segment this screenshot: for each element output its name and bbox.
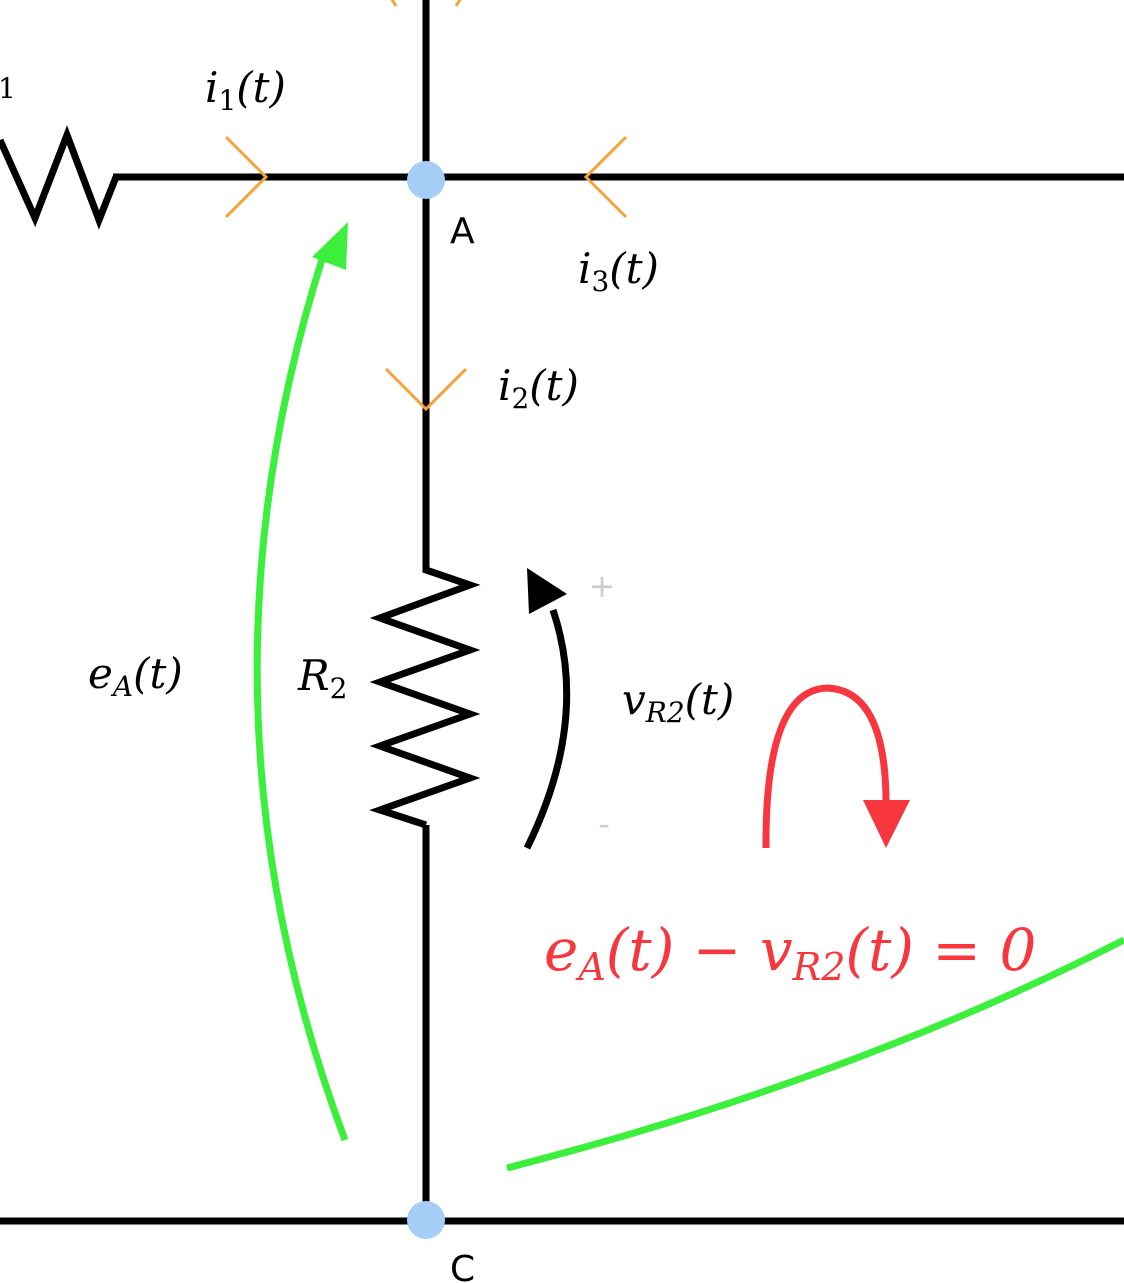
node-c-label: C: [450, 1249, 475, 1283]
ea-label: eA(t): [88, 649, 183, 703]
green-loop-curve: [506, 936, 1124, 1172]
vr2-label: vR2(t): [622, 675, 734, 729]
i3-label: i3(t): [578, 244, 659, 298]
top-arrow-icon: [390, 0, 398, 7]
i1-arrow-icon: [224, 135, 269, 219]
kvl-arrowhead-icon: [863, 800, 910, 848]
plus-sign: +: [589, 567, 616, 605]
kvl-loop-arrow: [762, 684, 890, 849]
minus-sign: -: [598, 805, 610, 843]
r2-label: R2: [297, 651, 347, 705]
resistor-r2: [369, 565, 481, 829]
ea-arrowhead-icon: [312, 222, 348, 270]
node-c: [407, 1201, 445, 1239]
top-arrow-icon-right: [454, 0, 462, 7]
resistor-r1: [0, 125, 120, 230]
node-a-label: A: [450, 211, 475, 252]
kvl-equation: eA(t) − vR2(t) = 0: [544, 916, 1036, 989]
vr2-arrowhead-icon: [527, 568, 567, 614]
wires: [0, 0, 1124, 1225]
current-arrows: [224, 0, 628, 412]
ea-voltage-arrow: [253, 248, 349, 1142]
i3-arrow-icon: [583, 135, 628, 219]
node-a: [407, 161, 445, 199]
r1-partial-label: 1: [0, 72, 16, 105]
i2-arrow-icon: [384, 367, 468, 412]
vr2-voltage-arrow: [523, 608, 571, 850]
i2-label: i2(t): [498, 361, 579, 415]
i1-label: i1(t): [205, 63, 286, 117]
